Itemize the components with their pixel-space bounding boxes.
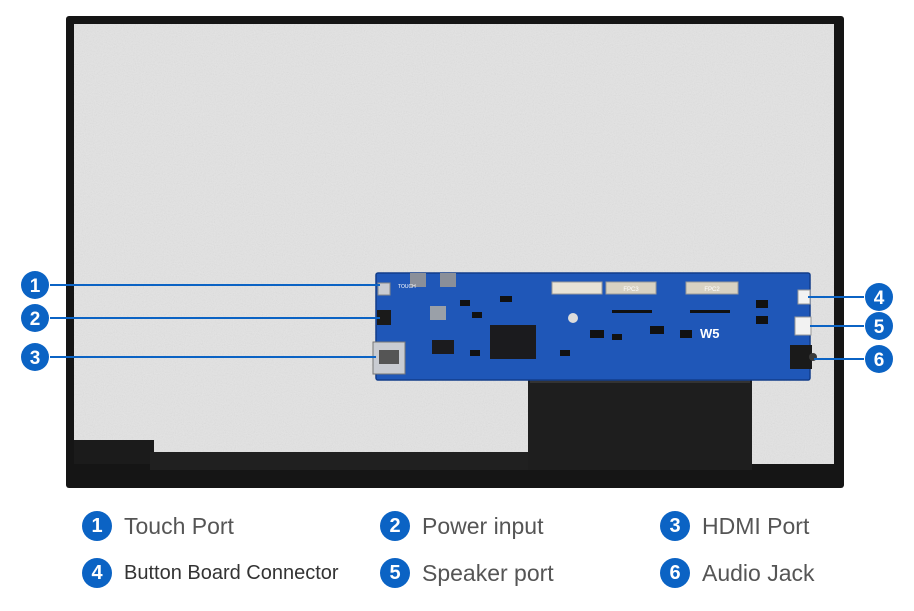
hdmi-connector-slot: [379, 350, 399, 364]
flex-cable-shadow: [530, 380, 750, 383]
flex-cable: [528, 378, 752, 470]
svg-text:1: 1: [30, 276, 41, 297]
legend-label: Power input: [422, 512, 544, 539]
legend: 1 Touch Port 2 Power input 3 HDMI Port 4…: [0, 500, 914, 611]
smd-part: [612, 310, 652, 313]
callout-badge-1: 1: [21, 271, 49, 299]
bottom-tape: [74, 440, 154, 464]
board-button: [440, 273, 456, 287]
driver-board: FPC3 FPC2 TOUCH W5: [372, 272, 817, 381]
fpc-label: FPC2: [704, 287, 720, 293]
display-diagram: FPC3 FPC2 TOUCH W5: [21, 16, 893, 488]
legend-item-touch-port: 1 Touch Port: [82, 509, 234, 543]
fpc-label: FPC3: [623, 287, 639, 293]
legend-item-audio-jack: 6 Audio Jack: [660, 556, 815, 590]
svg-text:5: 5: [874, 317, 885, 338]
callout-badge-2: 2: [21, 304, 49, 332]
brand-mark: W5: [700, 326, 720, 341]
legend-item-hdmi-port: 3 HDMI Port: [660, 509, 809, 543]
board-capacitor: [568, 313, 578, 323]
legend-badge: 6: [660, 558, 690, 588]
smd-part: [560, 350, 570, 356]
svg-text:3: 3: [30, 348, 41, 369]
legend-item-button-board-connector: 4 Button Board Connector: [82, 556, 339, 590]
legend-badge: 4: [82, 558, 112, 588]
board-button: [410, 273, 426, 287]
legend-label: Audio Jack: [702, 559, 815, 586]
callout-badge-3: 3: [21, 343, 49, 371]
inductor: [430, 306, 446, 320]
legend-item-speaker-port: 5 Speaker port: [380, 556, 554, 590]
legend-item-power-input: 2 Power input: [380, 509, 543, 543]
svg-text:4: 4: [874, 288, 885, 309]
legend-label: Touch Port: [124, 512, 234, 539]
smd-part: [650, 326, 664, 334]
legend-badge: 5: [380, 558, 410, 588]
smd-part: [756, 316, 768, 324]
svg-text:2: 2: [30, 309, 41, 330]
smd-part: [612, 334, 622, 340]
legend-label: HDMI Port: [702, 512, 810, 539]
smd-part: [472, 312, 482, 318]
smd-part: [470, 350, 480, 356]
smd-part: [460, 300, 470, 306]
svg-text:6: 6: [874, 350, 885, 371]
power-input-connector: [377, 310, 391, 325]
smd-part: [680, 330, 692, 338]
audio-jack: [790, 345, 812, 369]
fpc-connector: [605, 281, 657, 295]
legend-label: Speaker port: [422, 559, 554, 586]
callout-badge-6: 6: [865, 345, 893, 373]
speaker-connector: [794, 316, 812, 336]
legend-badge: 2: [380, 511, 410, 541]
smd-part: [590, 330, 604, 338]
callout-badge-4: 4: [865, 283, 893, 311]
legend-label: Button Board Connector: [124, 561, 339, 584]
main-chip: [490, 325, 536, 359]
callout-badge-5: 5: [865, 312, 893, 340]
touch-silkscreen: TOUCH: [398, 284, 416, 290]
board-pcb: [376, 273, 810, 380]
fpc-connector: [551, 281, 603, 295]
smd-part: [756, 300, 768, 308]
touch-port-connector: [377, 282, 391, 296]
fpc-connector: [685, 281, 739, 295]
legend-badge: 3: [660, 511, 690, 541]
legend-badge: 1: [82, 511, 112, 541]
smd-part: [500, 296, 512, 302]
main-chip-small: [432, 340, 454, 354]
smd-part: [690, 310, 730, 313]
